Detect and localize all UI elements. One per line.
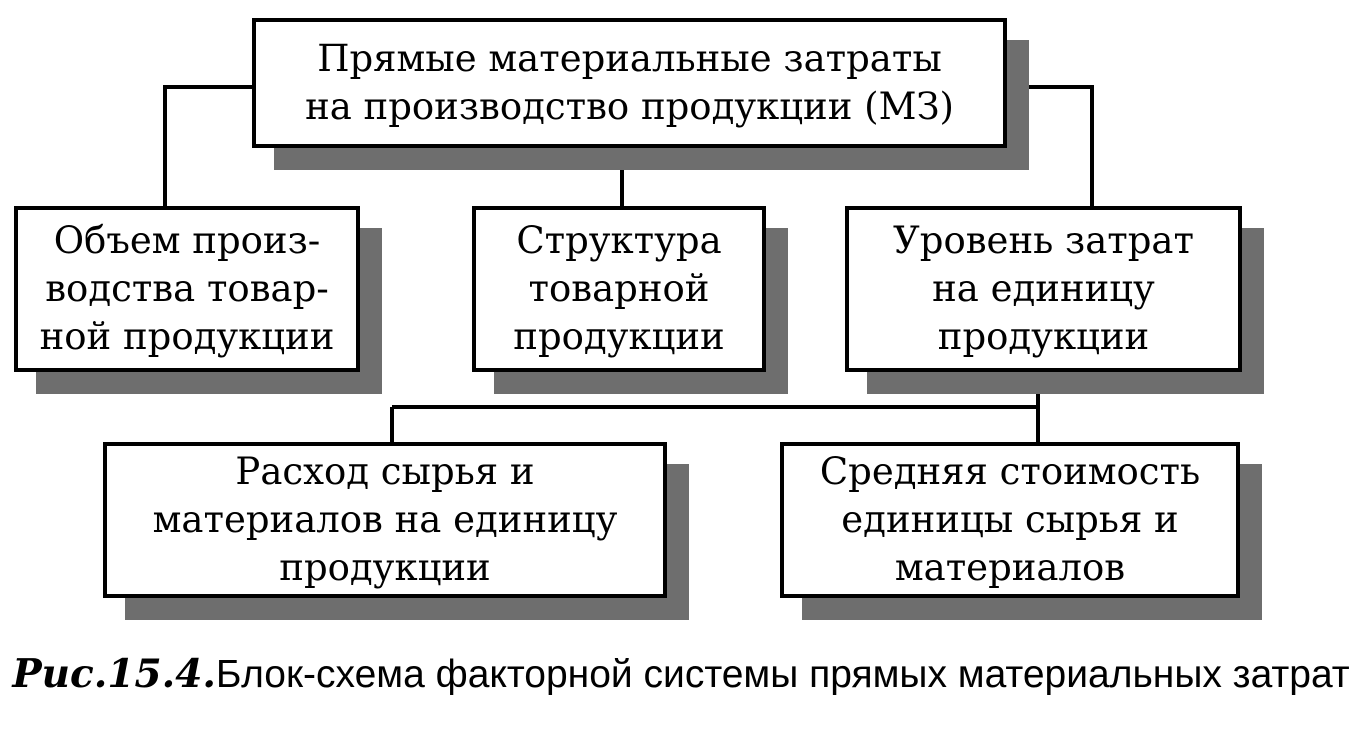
box-direct-material-costs: Прямые материальные затраты на производс… [252, 18, 1007, 148]
box-line: Прямые материальные затраты [317, 37, 942, 80]
box-line: материалов на единицу [152, 498, 618, 541]
box-line: на производство продукции (МЗ) [305, 85, 954, 128]
figure-caption: Рис.15.4.Блок-схема факторной системы пр… [0, 648, 1362, 701]
box-line: на единицу [932, 267, 1155, 310]
box-line: Средняя стоимость [819, 450, 1201, 493]
box-line: ной продукции [39, 315, 335, 358]
box-average-material-cost: Средняя стоимость единицы сырья и матери… [780, 442, 1240, 598]
connector-top-to-right [1005, 85, 1094, 206]
box-production-volume: Объем произ- водства товар- ной продукци… [14, 206, 360, 372]
box-line: материалов [894, 546, 1126, 589]
box-line: водства товар- [45, 267, 329, 310]
figure-caption-text: Блок-схема факторной системы прямых мате… [215, 653, 1350, 696]
box-cost-per-unit: Уровень затрат на единицу продукции [845, 206, 1242, 372]
box-material-consumption: Расход сырья и материалов на единицу про… [103, 442, 667, 598]
box-line: продукции [279, 546, 491, 589]
box-line: продукции [513, 315, 725, 358]
box-line: Структура [516, 219, 722, 262]
box-line: Расход сырья и [235, 450, 535, 493]
box-line: единицы сырья и [841, 498, 1179, 541]
figure-number: Рис.15.4. [12, 651, 216, 697]
box-product-structure: Структура товарной продукции [472, 206, 766, 372]
connector-top-to-left [163, 85, 252, 206]
box-line: товарной [528, 267, 710, 310]
box-line: Объем произ- [53, 219, 321, 262]
box-line: продукции [937, 315, 1150, 358]
box-line: Уровень затрат [893, 219, 1194, 262]
